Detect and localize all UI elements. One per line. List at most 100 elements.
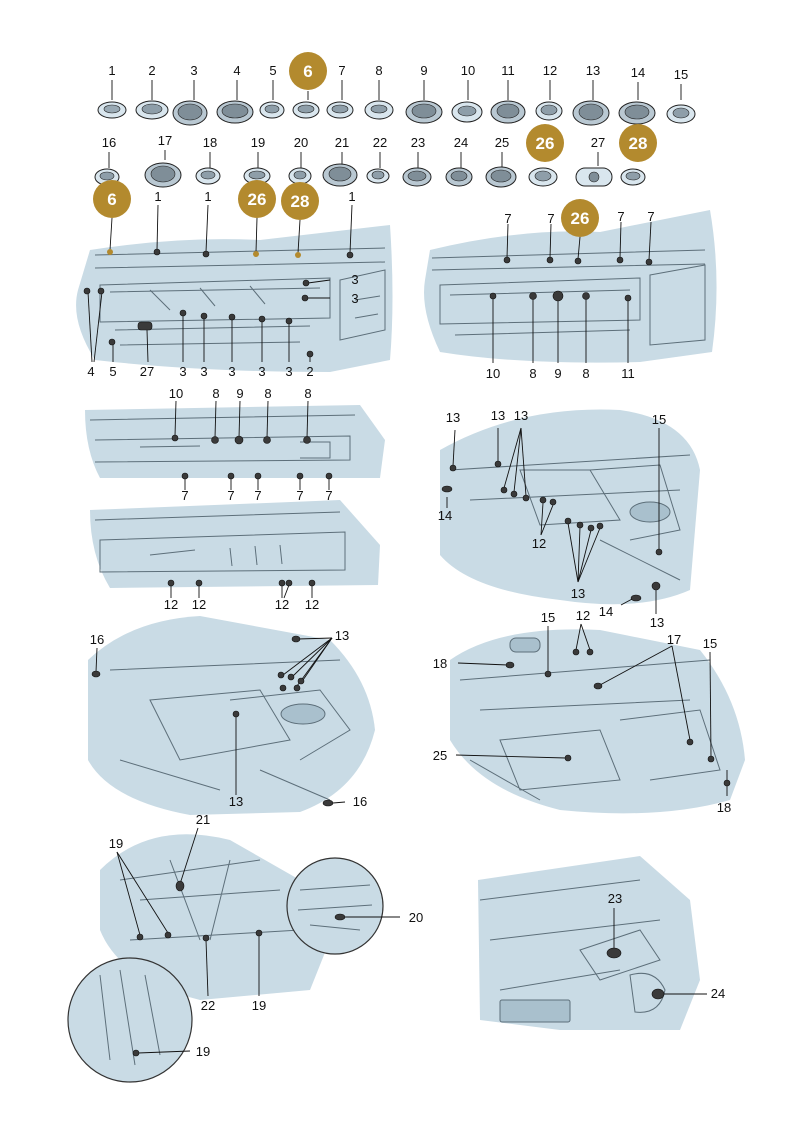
- part-label: 2: [148, 63, 155, 78]
- highlight-badge: [561, 199, 599, 237]
- panel-front-floor-left: 6 26 28 1 1 1 3: [76, 180, 393, 379]
- callout: 7: [504, 211, 511, 226]
- callout: 7: [617, 209, 624, 224]
- callout: 12: [532, 536, 546, 551]
- callout: 3: [285, 364, 292, 379]
- part-label: 19: [251, 135, 265, 150]
- part-label: 3: [190, 63, 197, 78]
- callout: 11: [621, 366, 635, 381]
- callout: 1: [348, 189, 355, 204]
- badge-label: 26: [248, 190, 267, 209]
- callout: 7: [647, 209, 654, 224]
- callout: 27: [140, 364, 154, 379]
- callout: 21: [196, 812, 210, 827]
- callout: 25: [433, 748, 447, 763]
- callout: 7: [181, 488, 188, 503]
- part-label: 15: [674, 67, 688, 82]
- part-label: 25: [495, 135, 509, 150]
- part-label: 24: [454, 135, 468, 150]
- callout: 13: [446, 410, 460, 425]
- panel-boot-left: 21 19 20 22 19 19: [67, 812, 423, 1083]
- callout: 9: [236, 386, 243, 401]
- callout: 4: [87, 364, 94, 379]
- callout: 14: [438, 508, 452, 523]
- callout: 3: [179, 364, 186, 379]
- callout: 19: [252, 998, 266, 1013]
- grommet-icons-row2: [94, 162, 646, 188]
- parts-row-2: 16 17 18 19 20 21 22 23 24 25 26 27 28: [94, 124, 657, 188]
- callout: 8: [304, 386, 311, 401]
- part-label: 20: [294, 135, 308, 150]
- panel-rear-floor-right: 15 12 18 17 15 25 18: [433, 608, 745, 815]
- callout: 3: [351, 291, 358, 306]
- callout: 7: [296, 488, 303, 503]
- callout: 22: [201, 998, 215, 1013]
- callout: 7: [254, 488, 261, 503]
- part-label: 5: [269, 63, 276, 78]
- part-label: 4: [233, 63, 240, 78]
- callout: 8: [264, 386, 271, 401]
- callout: 7: [227, 488, 234, 503]
- panel-sill-lower: 12 12 12 12: [90, 500, 380, 612]
- part-label: 9: [420, 63, 427, 78]
- panel-rear-floor-left: 16 13 13 16: [88, 616, 375, 815]
- grommet-icons: [97, 100, 696, 126]
- callout: 8: [212, 386, 219, 401]
- callout: 1: [204, 189, 211, 204]
- callout: 24: [711, 986, 725, 1001]
- part-label: 7: [338, 63, 345, 78]
- highlight-badge: [238, 180, 276, 218]
- panel-rear-floor-top: 13 13 13 15 14 12 13 14 13: [438, 408, 700, 630]
- badge-label: 28: [291, 192, 310, 211]
- callout: 19: [196, 1044, 210, 1059]
- panel-side-interior: 23 24: [478, 856, 725, 1030]
- part-label: 17: [158, 133, 172, 148]
- highlight-badge: [619, 124, 657, 162]
- callout: 13: [514, 408, 528, 423]
- callout: 1: [154, 189, 161, 204]
- callout: 9: [554, 366, 561, 381]
- part-label: 1: [108, 63, 115, 78]
- detail-circle: [286, 857, 384, 955]
- callout: 3: [258, 364, 265, 379]
- callout: 7: [547, 211, 554, 226]
- part-label: 11: [501, 63, 515, 78]
- callout: 19: [109, 836, 123, 851]
- callout: 10: [169, 386, 183, 401]
- callout: 20: [409, 910, 423, 925]
- callout: 12: [164, 597, 178, 612]
- part-label: 26: [536, 134, 555, 153]
- callout: 12: [576, 608, 590, 623]
- callout: 13: [229, 794, 243, 809]
- callout: 12: [192, 597, 206, 612]
- part-label: 22: [373, 135, 387, 150]
- callout: 7: [325, 488, 332, 503]
- callout: 13: [571, 586, 585, 601]
- highlight-badge: [289, 52, 327, 90]
- callout: 23: [608, 891, 622, 906]
- callout: 12: [305, 597, 319, 612]
- callout: 14: [599, 604, 613, 619]
- callout: 13: [335, 628, 349, 643]
- part-label: 10: [461, 63, 475, 78]
- callout: 8: [529, 366, 536, 381]
- callout: 18: [433, 656, 447, 671]
- highlight-badge: [526, 124, 564, 162]
- callout: 15: [652, 412, 666, 427]
- callout: 2: [306, 364, 313, 379]
- callout: 3: [351, 272, 358, 287]
- callout: 17: [667, 632, 681, 647]
- callout: 10: [486, 366, 500, 381]
- callout: 5: [109, 364, 116, 379]
- part-label: 14: [631, 65, 645, 80]
- part-label: 8: [375, 63, 382, 78]
- badge-label: 6: [107, 190, 116, 209]
- parts-row-1: 1 2 3 4 5 6 7 8 9 10 11 12 13 14 15: [97, 52, 696, 126]
- part-label: 27: [591, 135, 605, 150]
- callout: 16: [353, 794, 367, 809]
- callout: 3: [228, 364, 235, 379]
- badge-label: 26: [571, 209, 590, 228]
- part-label: 13: [586, 63, 600, 78]
- callout: 13: [491, 408, 505, 423]
